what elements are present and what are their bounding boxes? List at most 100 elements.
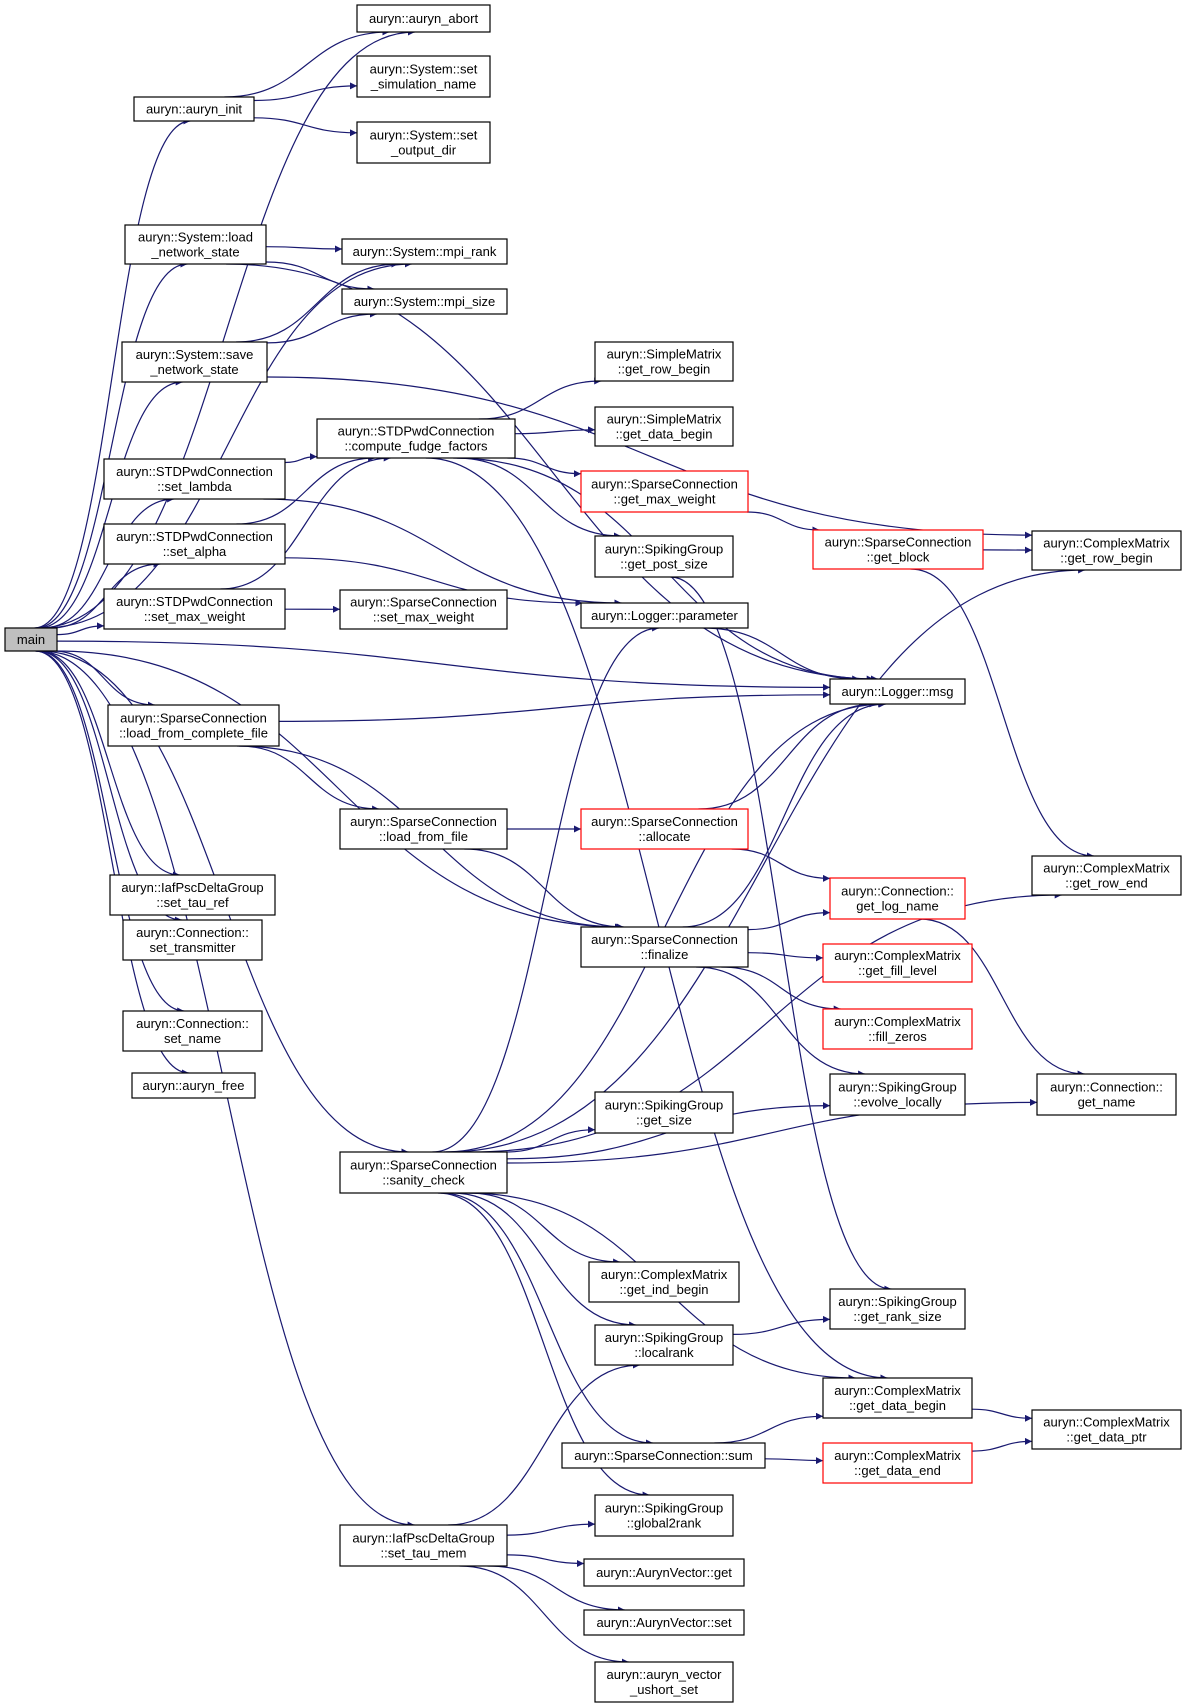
edge-line	[747, 952, 824, 962]
node-set-name[interactable]: auryn::Connection::set_name	[122, 1010, 263, 1052]
node-label: ::set_tau_ref	[156, 895, 229, 910]
edge-line	[468, 1192, 621, 1266]
node-av-get[interactable]: auryn::AurynVector::get	[583, 1558, 745, 1587]
edge-line	[764, 1457, 824, 1465]
edge-get_block-to-cm_row_end	[910, 568, 1095, 860]
node-main[interactable]: main	[4, 627, 58, 652]
node-sc-get-max-weight[interactable]: auryn::SparseConnection::get_max_weight	[580, 470, 749, 513]
node-logger-msg[interactable]: auryn::Logger::msg	[829, 678, 966, 705]
node-fill-zeros[interactable]: auryn::ComplexMatrix::fill_zeros	[822, 1008, 973, 1050]
edge-line	[265, 261, 375, 293]
node-load-complete[interactable]: auryn::SparseConnection::load_from_compl…	[107, 704, 280, 747]
edge-line	[37, 378, 183, 629]
node-set-tau-ref[interactable]: auryn::IafPscDeltaGroup::set_tau_ref	[109, 874, 276, 916]
node-cm-row-begin[interactable]: auryn::ComplexMatrix::get_row_begin	[1031, 530, 1182, 571]
node-data-ptr[interactable]: auryn::ComplexMatrix::get_data_ptr	[1031, 1409, 1182, 1450]
node-box	[594, 341, 734, 382]
node-set-alpha[interactable]: auryn::STDPwdConnection::set_alpha	[103, 523, 286, 565]
node-label: set_name	[164, 1031, 221, 1046]
node-label: ::finalize	[641, 947, 689, 962]
edge-line	[437, 1192, 650, 1499]
edge-line	[224, 28, 390, 98]
node-save-net[interactable]: auryn::System::save_network_state	[121, 341, 268, 383]
node-sc-set-max-weight[interactable]: auryn::SparseConnection::set_max_weight	[339, 589, 508, 630]
edge-finalize-to-evolve_locally	[696, 966, 866, 1078]
node-set-sim-name[interactable]: auryn::System::set_simulation_name	[356, 55, 491, 98]
node-label: auryn::auryn_vector	[607, 1667, 723, 1682]
node-box	[103, 523, 286, 565]
node-localrank[interactable]: auryn::SpikingGroup::localrank	[594, 1324, 734, 1366]
node-stdp-set-max-weight[interactable]: auryn::STDPwdConnection::set_max_weight	[103, 588, 286, 630]
edge-line	[507, 457, 582, 478]
node-set-lambda[interactable]: auryn::STDPwdConnection::set_lambda	[103, 458, 286, 500]
node-get-log-name[interactable]: auryn::Connection::get_log_name	[829, 877, 966, 920]
node-label: auryn::SparseConnection	[350, 814, 497, 829]
node-data-end[interactable]: auryn::ComplexMatrix::get_data_end	[822, 1442, 973, 1484]
edge-sanity_check-to-global2rank	[437, 1192, 650, 1499]
node-fill-level[interactable]: auryn::ComplexMatrix::get_fill_level	[822, 943, 973, 983]
node-label: auryn::ComplexMatrix	[834, 1383, 961, 1398]
node-auryn-abort[interactable]: auryn::auryn_abort	[356, 4, 491, 33]
node-allocate[interactable]: auryn::SparseConnection::allocate	[580, 808, 749, 850]
edge-load_net-to-mpi_rank	[265, 245, 343, 253]
node-sm-data-begin[interactable]: auryn::SimpleMatrix::get_data_begin	[594, 406, 734, 447]
edge-line	[220, 454, 391, 590]
node-sanity-check[interactable]: auryn::SparseConnection::sanity_check	[339, 1151, 508, 1194]
node-ushort-set[interactable]: auryn::auryn_vector_ushort_set	[594, 1661, 734, 1703]
node-mpi-rank[interactable]: auryn::System::mpi_rank	[341, 238, 508, 265]
edge-line	[682, 700, 887, 928]
node-get-block[interactable]: auryn::SparseConnection::get_block	[812, 529, 984, 570]
node-label: auryn::System::set	[370, 62, 478, 77]
node-cm-row-end[interactable]: auryn::ComplexMatrix::get_row_end	[1031, 855, 1182, 896]
node-load-file[interactable]: auryn::SparseConnection::load_from_file	[339, 808, 508, 850]
node-auryn-init[interactable]: auryn::auryn_init	[133, 96, 255, 122]
node-global2rank[interactable]: auryn::SpikingGroup::global2rank	[594, 1494, 734, 1537]
node-evolve-locally[interactable]: auryn::SpikingGroup::evolve_locally	[829, 1073, 966, 1116]
node-box	[812, 529, 984, 570]
node-sm-row-begin[interactable]: auryn::SimpleMatrix::get_row_begin	[594, 341, 734, 382]
node-label: set_transmitter	[150, 940, 237, 955]
node-finalize[interactable]: auryn::SparseConnection::finalize	[580, 926, 749, 968]
edge-line	[487, 1565, 626, 1614]
node-label: ::set_tau_mem	[381, 1546, 467, 1561]
edge-line	[919, 918, 1085, 1078]
edge-sanity_check-to-cm_row_end	[470, 891, 1062, 1153]
node-av-set[interactable]: auryn::AurynVector::set	[583, 1609, 745, 1636]
node-auryn-free[interactable]: auryn::auryn_free	[131, 1072, 256, 1099]
node-label: ::allocate	[638, 829, 690, 844]
node-ind-begin[interactable]: auryn::ComplexMatrix::get_ind_begin	[588, 1261, 740, 1303]
node-logger-param[interactable]: auryn::Logger::parameter	[580, 602, 749, 629]
node-label: auryn::ComplexMatrix	[1043, 861, 1170, 876]
edge-auryn_init-to-set_sim_name	[253, 82, 358, 102]
node-cm-data-begin[interactable]: auryn::ComplexMatrix::get_data_begin	[822, 1377, 973, 1419]
node-label: _network_state	[149, 362, 238, 377]
node-set-output-dir[interactable]: auryn::System::set_output_dir	[356, 121, 491, 164]
node-label: ::get_block	[867, 550, 930, 565]
node-label: auryn::ComplexMatrix	[601, 1267, 728, 1282]
node-label: auryn::ComplexMatrix	[834, 1448, 961, 1463]
node-get-post-size[interactable]: auryn::SpikingGroup::get_post_size	[594, 535, 734, 578]
node-label: ::get_row_begin	[1060, 551, 1153, 566]
node-box	[341, 238, 508, 265]
node-load-net[interactable]: auryn::System::load_network_state	[124, 224, 267, 265]
node-label: auryn::System::set	[370, 128, 478, 143]
edge-logger_param-to-logger_msg	[702, 627, 860, 683]
node-box	[339, 589, 508, 630]
node-sg-get-size[interactable]: auryn::SpikingGroup::get_size	[594, 1091, 734, 1134]
node-mpi-size[interactable]: auryn::System::mpi_size	[341, 288, 508, 315]
node-set-transmitter[interactable]: auryn::Connection::set_transmitter	[122, 919, 263, 961]
edge-line	[747, 909, 831, 931]
edge-line	[284, 557, 583, 607]
node-label: ::evolve_locally	[853, 1095, 942, 1110]
node-set-tau-mem[interactable]: auryn::IafPscDeltaGroup::set_tau_mem	[339, 1524, 508, 1567]
node-compute-fudge[interactable]: auryn::STDPwdConnection::compute_fudge_f…	[316, 418, 516, 459]
node-label: auryn::SimpleMatrix	[607, 347, 722, 362]
node-rank-size[interactable]: auryn::SpikingGroup::get_rank_size	[829, 1288, 966, 1330]
edge-line	[514, 426, 596, 435]
node-sc-sum[interactable]: auryn::SparseConnection::sum	[561, 1442, 766, 1469]
node-get-name[interactable]: auryn::Connection::get_name	[1036, 1073, 1177, 1116]
edge-set_lambda-to-logger_param	[263, 498, 622, 607]
node-label: _output_dir	[390, 143, 457, 158]
node-box	[339, 1151, 508, 1194]
node-box	[822, 1442, 973, 1484]
